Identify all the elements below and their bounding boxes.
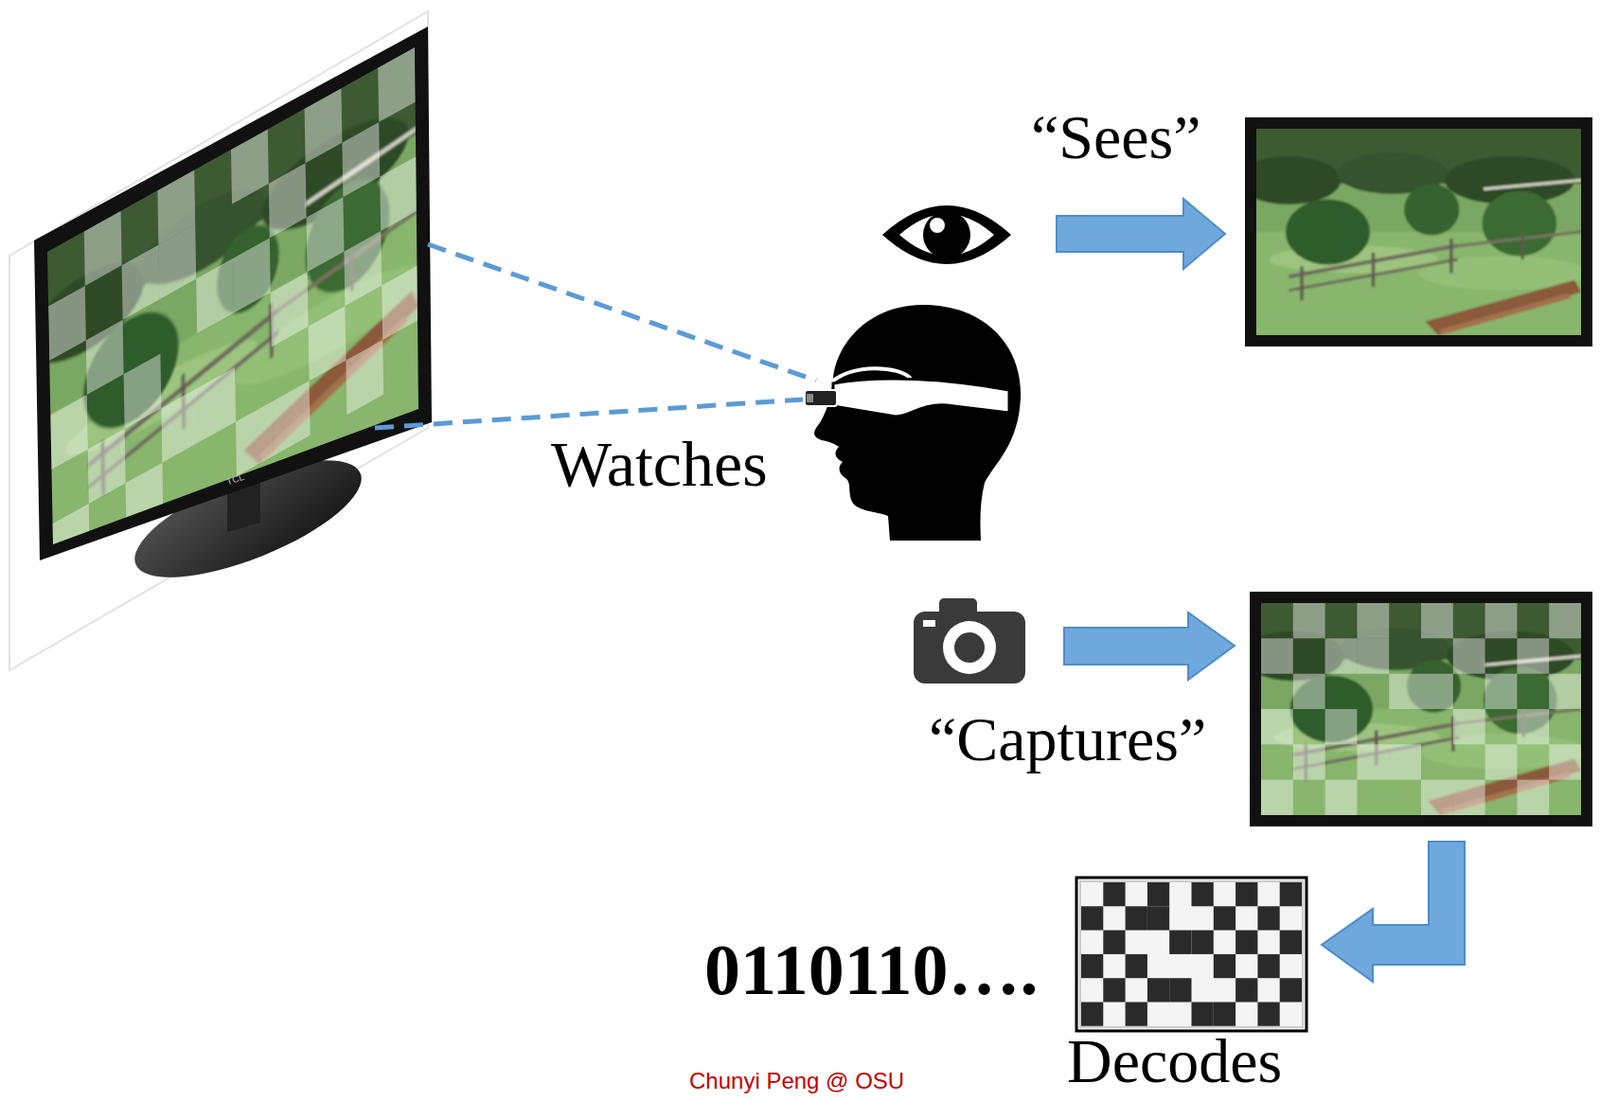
bit-string: 0110110…. <box>704 933 1039 1006</box>
caption-captures: “Captures” <box>928 708 1207 771</box>
seen-screen <box>1224 94 1600 405</box>
view-line <box>374 399 803 428</box>
caption-sees: “Sees” <box>1031 106 1202 169</box>
watermark: Chunyi Peng @ OSU <box>689 1069 905 1093</box>
elbow-arrow <box>1321 841 1465 982</box>
block-arrow <box>1064 612 1235 680</box>
eye-icon <box>882 205 1012 265</box>
decoded-pattern <box>1076 877 1307 1032</box>
block-arrow <box>1056 198 1226 269</box>
caption-watches: Watches <box>551 431 768 497</box>
captured-screen <box>1228 568 1600 887</box>
left-tv <box>9 0 460 709</box>
head-silhouette <box>804 304 1021 541</box>
caption-decodes: Decodes <box>1066 1030 1282 1093</box>
camera-icon <box>913 598 1026 684</box>
view-line <box>427 244 817 381</box>
